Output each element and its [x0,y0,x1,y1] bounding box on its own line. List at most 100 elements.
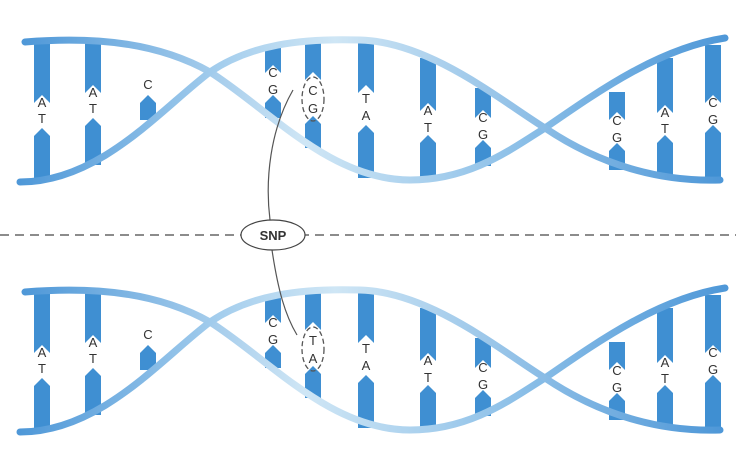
base-letter-top: A [661,105,670,120]
base-pair: CG [705,295,721,428]
top-rod [85,290,101,343]
top-rod [85,40,101,93]
top-rod [657,58,673,113]
base-letter-top: C [612,363,621,378]
base-letter-bottom: G [268,82,278,97]
top-rod [34,292,50,353]
base-pair-snp: CG [301,40,325,148]
bottom-rod [305,366,321,398]
base-letter-top: C [308,83,317,98]
base-pair: AT [420,58,436,178]
base-letter-top: C [478,360,487,375]
bottom-rod [420,135,436,178]
base-letter-bottom: G [268,332,278,347]
base-pair: CG [609,342,625,420]
top-rod [609,342,625,370]
base-pair: CG [265,48,281,118]
base-letter-top: C [143,77,152,92]
bottom-rod [420,385,436,428]
base-letter-top: C [268,65,277,80]
top-rod [34,42,50,103]
base-pair: AT [34,42,50,180]
base-letter-top: A [38,345,47,360]
top-rod [705,295,721,353]
bottom-rod [657,385,673,428]
base-pair: CG [705,45,721,178]
base-pair: C [140,327,156,370]
base-letter-bottom: T [661,121,669,136]
snp-highlight-circle [301,76,325,122]
base-letter-bottom: G [478,377,488,392]
base-letter-bottom: G [612,380,622,395]
base-pair: AT [85,40,101,165]
top-rod [305,290,321,330]
bottom-rod [358,375,374,428]
top-rod [265,48,281,73]
base-letter-top: T [362,341,370,356]
backbone-strand [21,34,729,184]
top-rod [657,308,673,363]
base-letter-top: A [661,355,670,370]
bottom-rod [358,125,374,178]
base-letter-bottom: T [424,370,432,385]
base-letter-bottom: G [612,130,622,145]
base-letter-top: A [38,95,47,110]
base-letter-bottom: A [362,358,371,373]
bottom-rod [140,95,156,120]
top-rod [305,40,321,80]
base-pair: AT [657,58,673,178]
bottom-rod [305,116,321,148]
top-rod [609,92,625,120]
backbone-strand [16,286,724,436]
base-letter-bottom: T [89,101,97,116]
base-letter-bottom: T [38,361,46,376]
bottom-rod [657,135,673,178]
snp-bubble [240,219,306,251]
base-letter-top: C [612,113,621,128]
top-rod [420,58,436,111]
backbone-strand [16,36,724,186]
base-letter-top: C [268,315,277,330]
base-pair: AT [34,292,50,430]
snp-label: SNP [260,228,287,243]
connector-line-bottom [271,249,298,336]
base-letter-bottom: G [708,362,718,377]
base-letter-top: C [708,95,717,110]
base-letter-top: C [143,327,152,342]
top-rod [358,40,374,93]
base-pair: TA [358,290,374,428]
base-letter-bottom: T [424,120,432,135]
top-rod [420,308,436,361]
top-rod [265,298,281,323]
bottom-rod [140,345,156,370]
snp-highlight-circle [301,326,325,372]
bottom-rod [705,125,721,178]
base-pair-snp: TA [301,290,325,398]
base-pair: CG [475,88,491,166]
top-rod [475,88,491,118]
top-rod [358,290,374,343]
bottom-rod [34,378,50,430]
base-pair: CG [265,298,281,368]
base-pair: CG [609,92,625,170]
base-pair: AT [420,308,436,428]
base-letter-top: C [708,345,717,360]
base-letter-top: A [424,103,433,118]
base-letter-bottom: A [309,351,318,366]
bottom-rod [85,368,101,415]
base-letter-bottom: T [89,351,97,366]
base-letter-top: A [89,335,98,350]
base-letter-top: C [478,110,487,125]
bottom-rod [85,118,101,165]
backbone-strand [21,284,729,434]
bottom-rod [705,375,721,428]
base-letter-bottom: G [708,112,718,127]
bottom-rod [34,128,50,180]
base-letter-bottom: T [661,371,669,386]
base-letter-bottom: A [362,108,371,123]
base-letter-bottom: T [38,111,46,126]
base-letter-top: A [424,353,433,368]
